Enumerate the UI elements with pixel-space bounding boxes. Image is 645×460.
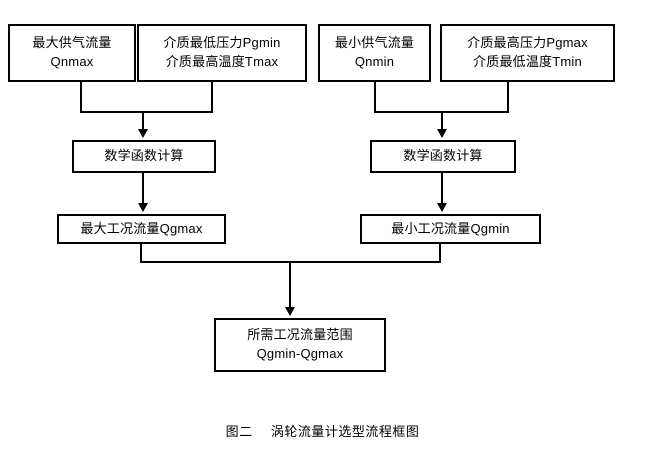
node-math-calculation-left: 数学函数计算 xyxy=(72,140,216,173)
arrowhead-into-calc-right xyxy=(437,129,447,138)
arrowhead-into-qgmin xyxy=(437,203,447,212)
node-math-calculation-right: 数学函数计算 xyxy=(370,140,516,173)
node-max-working-flow: 最大工况流量Qgmax xyxy=(57,214,226,244)
connector-pgmax-drop xyxy=(507,82,509,113)
connector-left-merge-bar xyxy=(80,111,213,113)
node-required-flow-range: 所需工况流量范围 Qgmin-Qgmax xyxy=(214,318,386,372)
node-line-1: 介质最高压力Pgmax xyxy=(467,35,588,51)
connector-qnmax-drop xyxy=(80,82,82,113)
node-line-1: 最小供气流量 xyxy=(334,35,415,51)
node-line-1: 最大供气流量 xyxy=(32,35,112,51)
node-line-2: 介质最高温度Tmax xyxy=(165,54,279,69)
figure-caption-title: 涡轮流量计选型流程框图 xyxy=(270,424,420,439)
node-line-2: 介质最低温度Tmin xyxy=(473,54,582,69)
connector-pgmin-drop xyxy=(211,82,213,113)
connector-calc-left-to-qgmax xyxy=(142,173,144,204)
arrowhead-into-range xyxy=(285,307,295,316)
node-min-pressure-max-temp: 介质最低压力Pgmin 介质最高温度Tmax xyxy=(137,24,307,82)
node-line-2: Qgmin-Qgmax xyxy=(256,346,344,361)
node-line-1: 数学函数计算 xyxy=(104,148,184,164)
connector-right-merge-stem xyxy=(441,111,443,131)
arrowhead-into-qgmax xyxy=(138,203,148,212)
node-max-pressure-min-temp: 介质最高压力Pgmax 介质最低温度Tmin xyxy=(440,24,615,82)
node-line-2: Qnmax xyxy=(50,54,94,69)
connector-qgmax-drop xyxy=(140,244,142,262)
figure-caption-number: 图二 xyxy=(225,424,253,439)
node-line-2: Qnmin xyxy=(354,54,395,69)
connector-qgmin-drop xyxy=(439,244,441,262)
arrowhead-into-calc-left xyxy=(138,129,148,138)
node-line-1: 最大工况流量Qgmax xyxy=(80,220,203,236)
node-line-1: 介质最低压力Pgmin xyxy=(163,35,281,51)
connector-calc-right-to-qgmin xyxy=(441,173,443,204)
figure-caption: 图二 涡轮流量计选型流程框图 xyxy=(0,421,645,440)
node-line-1: 最小工况流量Qgmin xyxy=(391,220,510,236)
connector-bottom-merge-stem xyxy=(289,261,291,309)
node-min-working-flow: 最小工况流量Qgmin xyxy=(360,214,541,244)
node-min-supply-flow: 最小供气流量 Qnmin xyxy=(318,24,431,82)
connector-qnmin-drop xyxy=(374,82,376,113)
node-line-1: 数学函数计算 xyxy=(403,148,483,164)
connector-left-merge-stem xyxy=(142,111,144,131)
node-max-supply-flow: 最大供气流量 Qnmax xyxy=(8,24,136,82)
node-line-1: 所需工况流量范围 xyxy=(247,327,353,343)
